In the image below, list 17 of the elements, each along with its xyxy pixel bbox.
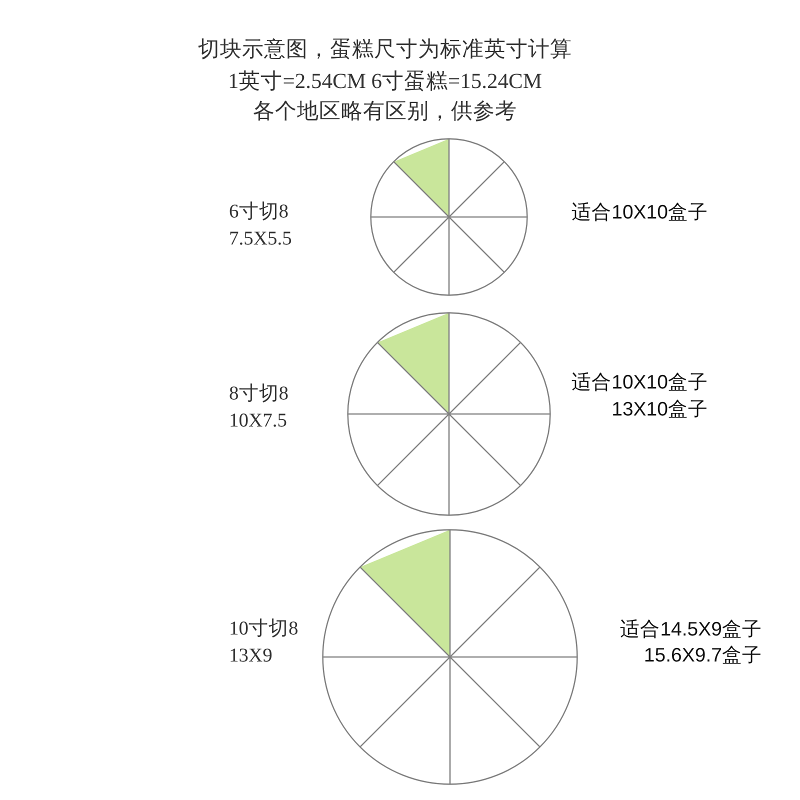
note-text: 各个地区略有区别，供参考: [253, 99, 517, 125]
sliced-circle: [322, 529, 578, 785]
cake-size-label: 7.5X5.5: [229, 227, 292, 251]
cake-size-label: 8寸切8: [229, 382, 288, 406]
cake-size-label: 10X7.5: [229, 409, 287, 433]
box-size-label: 13X10盒子: [612, 398, 708, 422]
box-size-label: 适合14.5X9盒子: [620, 618, 762, 642]
box-size-label: 适合10X10盒子: [572, 201, 708, 225]
title: 切块示意图，蛋糕尺寸为标准英寸计算: [198, 37, 572, 63]
note-text: 1英寸=2.54CM 6寸蛋糕=15.24CM: [228, 69, 542, 95]
box-size-label: 适合10X10盒子: [572, 371, 708, 395]
sliced-circle: [370, 138, 528, 296]
cake-size-label: 6寸切8: [229, 200, 288, 224]
box-size-label: 15.6X9.7盒子: [644, 644, 762, 668]
cake-size-label: 13X9: [229, 644, 272, 668]
cake-size-label: 10寸切8: [229, 617, 298, 641]
sliced-circle: [347, 312, 551, 516]
